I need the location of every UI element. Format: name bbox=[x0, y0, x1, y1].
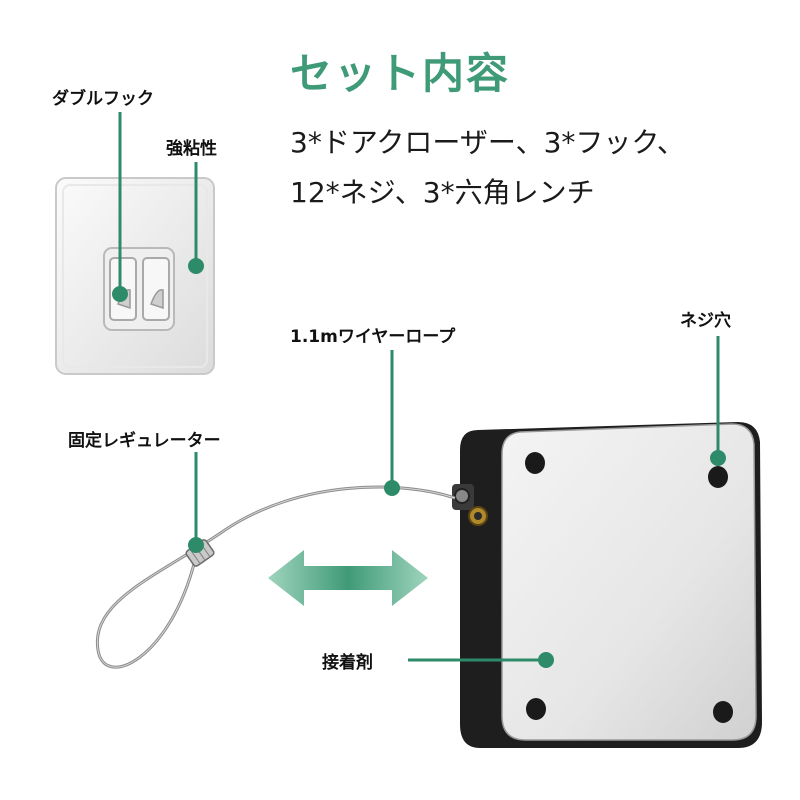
label-strong-adhesive: 強粘性 bbox=[166, 139, 217, 159]
contents-line-1: 3*ドアクローザー、3*フック、 bbox=[290, 126, 685, 159]
double-arrow-icon bbox=[268, 550, 428, 606]
callouts bbox=[112, 112, 726, 668]
door-closer-device bbox=[452, 422, 762, 748]
label-adhesive: 接着剤 bbox=[322, 653, 373, 673]
adhesive-hook-image bbox=[55, 177, 215, 375]
label-screw-hole: ネジ穴 bbox=[680, 311, 731, 331]
label-double-hook: ダブルフック bbox=[52, 89, 154, 109]
label-wire-rope: 1.1mワイヤーロープ bbox=[290, 327, 456, 347]
contents-line-2: 12*ネジ、3*六角レンチ bbox=[290, 176, 595, 209]
set-contents: 3*ドアクローザー、3*フック、 12*ネジ、3*六角レンチ bbox=[290, 118, 685, 218]
page-title: セット内容 bbox=[290, 49, 511, 98]
label-fixed-regulator: 固定レギュレーター bbox=[68, 431, 221, 451]
